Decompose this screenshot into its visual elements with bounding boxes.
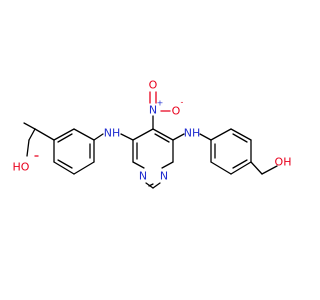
- atom-label-oh-left: HO: [13, 161, 30, 174]
- bond: [132, 161, 145, 169]
- bond: [261, 165, 278, 175]
- left-amine-linker: [93, 133, 134, 141]
- bond: [230, 128, 252, 141]
- bond: [199, 133, 212, 141]
- bond: [53, 161, 75, 175]
- bond: [73, 128, 95, 141]
- atom-label-nh-right: NH: [184, 127, 201, 140]
- atom-labels: HO OH NH NH N N N + O O -: [13, 79, 292, 183]
- bond: [161, 161, 174, 169]
- atom-label-nh-left: NH: [104, 127, 121, 140]
- bond: [26, 139, 30, 157]
- bond: [250, 161, 263, 175]
- right-hydroxyethyl-chain: [250, 161, 278, 175]
- nitro-group: [149, 91, 171, 130]
- bond: [93, 133, 104, 141]
- molecule-structure: HO OH NH NH N N N + O O -: [13, 79, 292, 189]
- bond: [152, 128, 174, 141]
- atom-label-nitro-n: N: [149, 104, 157, 117]
- bond-inner: [232, 159, 248, 169]
- bond: [210, 161, 232, 175]
- atom-label-ring-n-right: N: [160, 170, 168, 183]
- bond-inner: [57, 133, 73, 143]
- charge-label-plus: +: [157, 99, 164, 108]
- charge-label-minus: -: [181, 98, 184, 107]
- bond: [152, 182, 161, 189]
- left-hydroxyethyl-chain: [23, 122, 55, 157]
- left-benzene-ring: [53, 128, 95, 175]
- bond-inner: [232, 133, 248, 143]
- right-amine-linker: [172, 133, 212, 141]
- bond: [23, 122, 36, 130]
- bond: [172, 133, 185, 141]
- right-benzene-ring: [210, 128, 252, 175]
- bond: [73, 161, 95, 175]
- bond: [210, 128, 232, 141]
- pyrimidine-ring: [132, 128, 174, 189]
- bond: [132, 128, 154, 141]
- bond: [53, 128, 75, 141]
- atom-label-nitro-o-right: O: [172, 105, 181, 118]
- bond-inner: [57, 159, 73, 169]
- bond: [120, 133, 134, 141]
- bond: [230, 161, 252, 175]
- atom-label-oh-right: OH: [275, 156, 292, 169]
- atom-label-nitro-o-top: O: [149, 79, 158, 92]
- bond-inner: [154, 133, 170, 143]
- atom-label-ring-n-left: N: [139, 170, 147, 183]
- bond: [34, 128, 55, 141]
- bond-inner: [148, 183, 154, 187]
- bond: [28, 128, 36, 141]
